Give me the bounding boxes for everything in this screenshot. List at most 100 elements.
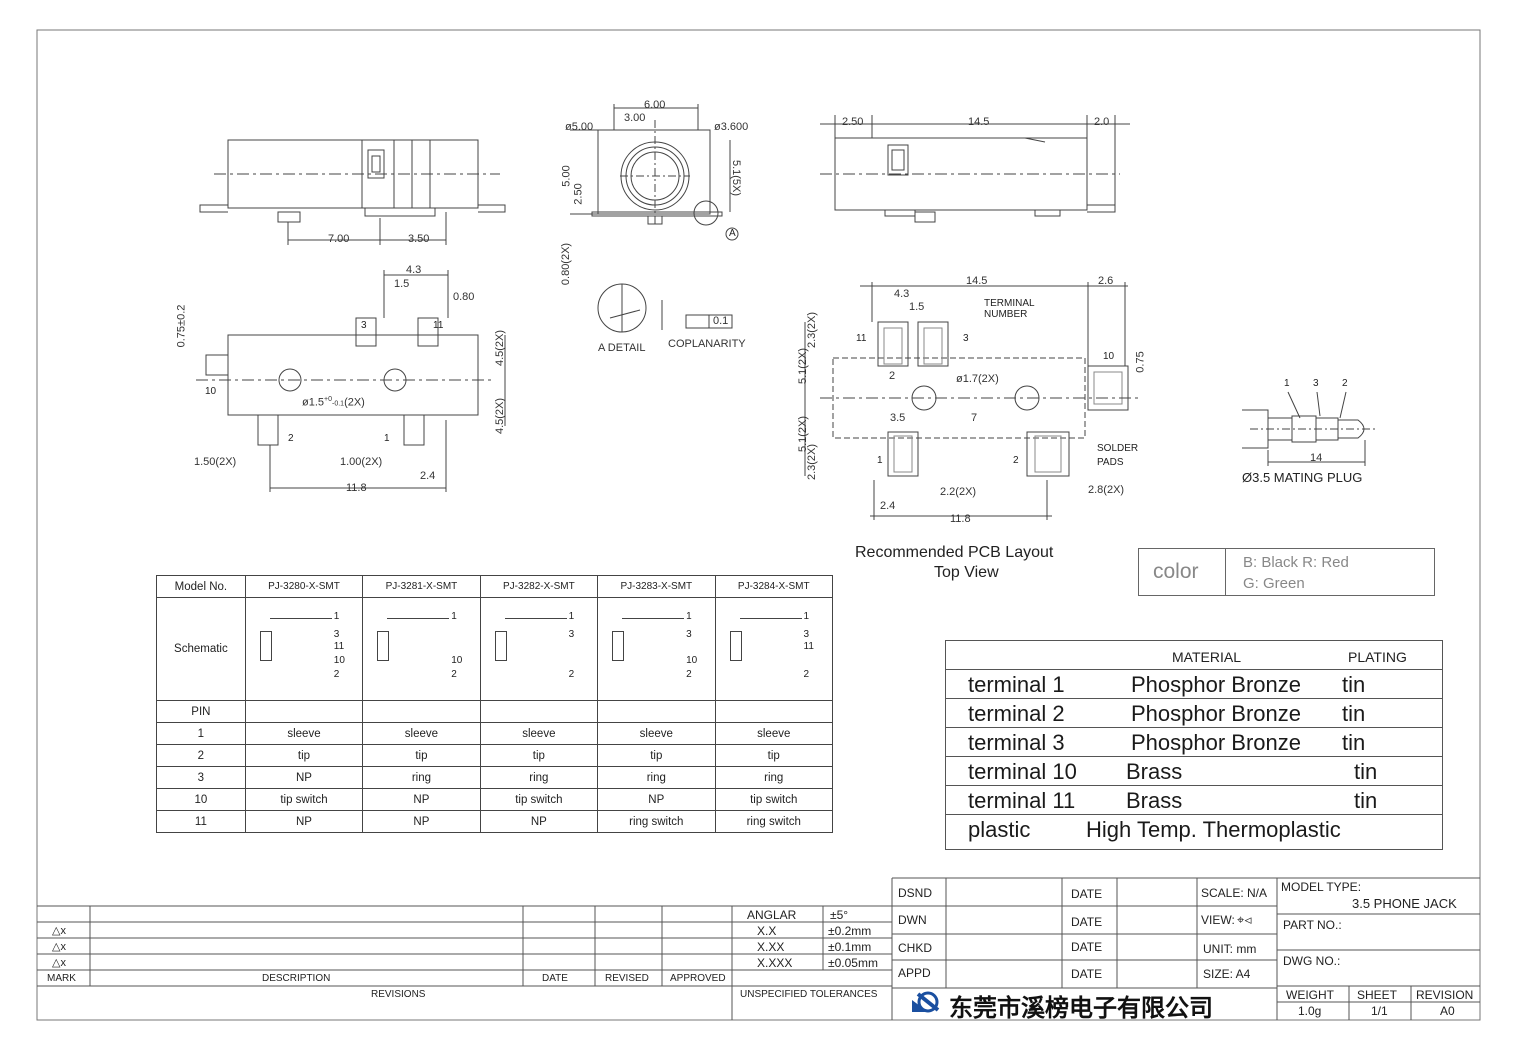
dim-label: 7.00 <box>328 233 350 245</box>
tolerances-footer: UNSPECIFIED TOLERANCES <box>740 989 878 1000</box>
callout-a: A <box>729 228 736 239</box>
color-line1: B: Black R: Red <box>1243 554 1349 571</box>
revision-label: REVISION <box>1416 988 1474 1002</box>
tolerance-label: ANGLAR <box>747 908 797 922</box>
pin-number: 1 <box>1284 378 1290 389</box>
dim-label: 2.0 <box>1094 116 1110 128</box>
material-row-part: terminal 3 <box>968 730 1065 755</box>
signoff-label: DWN <box>898 913 927 927</box>
material-row-material: Phosphor Bronze <box>1131 730 1301 755</box>
material-row-material: Brass <box>1126 788 1183 813</box>
material-row-part: terminal 1 <box>968 672 1065 697</box>
material-row-part: terminal 2 <box>968 701 1065 726</box>
revision-mark: △x <box>52 957 66 969</box>
dim-label: 1.50(2X) <box>194 456 237 468</box>
weight-value: 1.0g <box>1298 1004 1322 1018</box>
model-col: PJ-3281-X-SMT <box>362 575 481 598</box>
dim-label: 11.8 <box>346 482 367 494</box>
dim-label: 0.75 <box>1134 351 1147 373</box>
dim-label: 3.50 <box>408 233 430 245</box>
dim-label: 2.3(2X) <box>806 443 819 481</box>
dim-label: 1.00(2X) <box>340 456 383 468</box>
revision-value: A0 <box>1440 1004 1455 1018</box>
model-col: PJ-3283-X-SMT <box>597 575 716 598</box>
material-row-plating: tin <box>1354 788 1378 813</box>
dim-label: 14 <box>1310 452 1323 464</box>
date-label: DATE <box>1071 887 1103 901</box>
tolerance-value: ±0.05mm <box>828 956 878 970</box>
dim-label: 2.2(2X) <box>940 486 977 498</box>
tolerance-value: ±5° <box>830 908 849 922</box>
dim-label: 2.4 <box>880 500 896 512</box>
pin-number: 10 <box>205 386 217 397</box>
dim-label: 4.3 <box>894 288 910 300</box>
schematic-cell: 1 3 10 2 <box>597 597 716 701</box>
pin-number: 2 <box>1013 455 1019 466</box>
signoff-label: APPD <box>898 966 931 980</box>
material-row-material: Phosphor Bronze <box>1131 672 1301 697</box>
tolerance-value: ±0.1mm <box>828 940 872 954</box>
material-row-plating: tin <box>1354 759 1378 784</box>
plug-caption: Ø3.5 MATING PLUG <box>1242 470 1363 485</box>
dim-label: 2.4 <box>420 470 436 482</box>
sheet-label: SHEET <box>1357 988 1398 1002</box>
mark-header: MARK <box>47 973 76 984</box>
date-label: DATE <box>1071 940 1103 954</box>
schematic-cell: 1 3 2 <box>479 597 599 701</box>
signoff-label: DSND <box>898 886 933 900</box>
model-col: PJ-3284-X-SMT <box>714 575 834 598</box>
dim-label: 2.3(2X) <box>806 311 819 349</box>
material-row-part: plastic <box>968 817 1031 842</box>
dim-label: 14.5 <box>968 116 990 128</box>
dim-label: 2.50 <box>572 183 585 205</box>
tolerance-label: X.XX <box>757 940 785 954</box>
pin-number: 10 <box>1103 351 1115 362</box>
dim-label: 11.8 <box>950 513 971 525</box>
dim-label: 5.1(5X) <box>730 159 743 197</box>
tolerance-label: X.XXX <box>757 956 793 970</box>
detail-label: A DETAIL <box>598 342 646 354</box>
material-row-part: terminal 11 <box>968 788 1076 813</box>
dim-label: 1.5 <box>909 301 925 313</box>
model-col: PJ-3280-X-SMT <box>244 575 364 598</box>
material-row-part: terminal 10 <box>968 759 1077 784</box>
bottom-view <box>196 270 506 492</box>
dim-label: 2.50 <box>842 116 864 128</box>
date-label: DATE <box>1071 915 1103 929</box>
dim-label: 2.6 <box>1098 275 1114 287</box>
scale-label: SCALE: N/A <box>1201 886 1268 900</box>
mating-plug <box>1242 391 1375 466</box>
pin-number: 11 <box>433 320 444 331</box>
description-header: DESCRIPTION <box>262 973 331 984</box>
sheet-value: 1/1 <box>1371 1004 1388 1018</box>
dim-label: ø3.600 <box>714 121 749 133</box>
pcb-layout <box>804 282 1140 520</box>
solder-pads-label: SOLDER <box>1097 443 1139 454</box>
schematic-table: Model No. PJ-3280-X-SMT PJ-3281-X-SMT PJ… <box>156 575 834 833</box>
pin-header: PIN <box>156 700 246 723</box>
color-line2: G: Green <box>1243 575 1305 592</box>
pin-number: 2 <box>1342 378 1348 389</box>
date-header: DATE <box>542 973 568 984</box>
dim-label: ø1.7(2X) <box>956 373 999 385</box>
coplanarity-label: COPLANARITY <box>668 338 746 350</box>
dim-label: 3.5 <box>890 412 906 424</box>
coplanarity-value: 0.1 <box>713 315 729 327</box>
pin-number: 3 <box>361 320 367 331</box>
detail-a <box>597 283 733 333</box>
dim-label: 5.1(2X) <box>797 347 810 385</box>
material-row-material: Brass <box>1126 759 1183 784</box>
dim-label: 4.5(2X) <box>494 397 507 435</box>
pin-number: 1 <box>877 455 883 466</box>
dim-label: 4.5(2X) <box>494 329 507 367</box>
pin-number: 1 <box>384 433 390 444</box>
terminal-number-label: TERMINAL <box>984 298 1035 309</box>
material-row-plating: tin <box>1342 730 1366 755</box>
dim-label: 1.5 <box>394 278 410 290</box>
dim-label: 6.00 <box>644 99 666 111</box>
material-row-plating: tin <box>1342 672 1366 697</box>
